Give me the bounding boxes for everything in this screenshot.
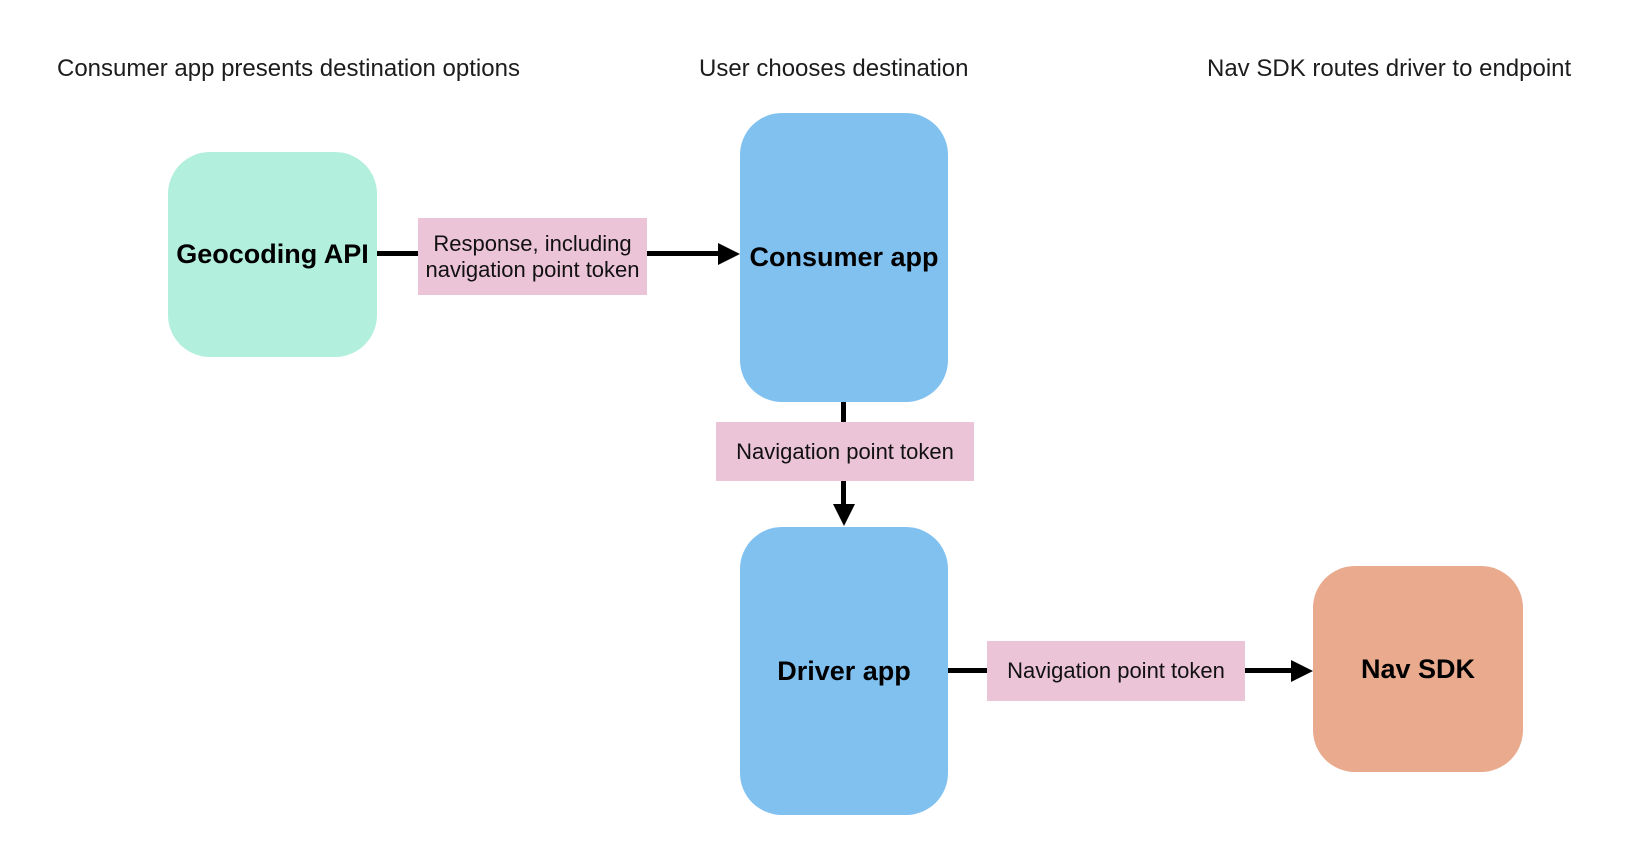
node-label-geocoding-api: Geocoding API: [176, 239, 369, 269]
node-driver-app: Driver app: [740, 527, 948, 815]
arrowhead-down-icon: [833, 504, 855, 526]
arrowhead-right-icon: [718, 243, 740, 265]
node-consumer-app: Consumer app: [740, 113, 948, 402]
node-label-driver-app: Driver app: [777, 655, 911, 686]
arrowhead-right-icon: [1291, 660, 1313, 682]
node-label-consumer-app: Consumer app: [749, 242, 939, 272]
node-geocoding-api: Geocoding API: [168, 152, 377, 357]
stage-header-consumer-presents: Consumer app presents destination option…: [57, 55, 520, 82]
edge-label-navigation-point-token-1: Navigation point token: [716, 422, 974, 481]
stage-header-nav-sdk-routes: Nav SDK routes driver to endpoint: [1207, 55, 1572, 82]
node-label-nav-sdk: Nav SDK: [1360, 653, 1476, 684]
node-nav-sdk: Nav SDK: [1313, 566, 1523, 772]
edge-label-response-token: Response, including navigation point tok…: [418, 218, 647, 295]
stage-header-user-chooses: User chooses destination: [699, 55, 969, 82]
edge-label-navigation-point-token-2: Navigation point token: [987, 641, 1245, 701]
